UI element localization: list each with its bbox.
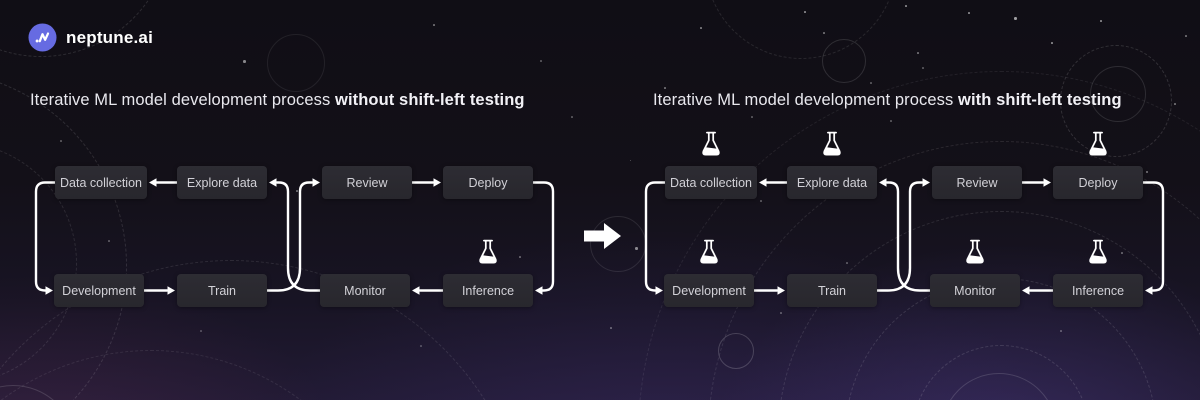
node-train: Train [787,274,877,307]
flask-icon [700,131,722,157]
node-data-collection: Data collection [665,166,757,199]
flask-icon [964,239,986,265]
node-development: Development [54,274,144,307]
node-deploy: Deploy [443,166,533,199]
flask-icon [1087,131,1109,157]
flask-icon [477,239,499,265]
title-with-shift-left: Iterative ML model development process w… [653,91,1122,110]
flask-icon [698,239,720,265]
node-development: Development [664,274,754,307]
node-monitor: Monitor [930,274,1020,307]
node-explore-data: Explore data [177,166,267,199]
node-inference: Inference [1053,274,1143,307]
title-regular: Iterative ML model development process [653,91,954,109]
title-bold: without shift-left testing [335,91,525,109]
title-regular: Iterative ML model development process [30,91,331,109]
brand-name: neptune.ai [66,27,154,47]
brand: neptune.ai [28,23,153,52]
diagram-with-shift-left: Data collection Explore data Review Depl… [638,125,1200,315]
node-inference: Inference [443,274,533,307]
flask-icon [821,131,843,157]
right-block-arrow-icon [584,221,624,251]
node-data-collection: Data collection [55,166,147,199]
neptune-logo-icon [28,23,57,52]
node-train: Train [177,274,267,307]
title-without-shift-left: Iterative ML model development process w… [30,91,525,110]
node-monitor: Monitor [320,274,410,307]
diagram-without-shift-left: Data collection Explore data Review Depl… [28,125,593,315]
flask-icon [1087,239,1109,265]
node-deploy: Deploy [1053,166,1143,199]
title-bold: with shift-left testing [958,91,1122,109]
node-explore-data: Explore data [787,166,877,199]
node-review: Review [322,166,412,199]
node-review: Review [932,166,1022,199]
